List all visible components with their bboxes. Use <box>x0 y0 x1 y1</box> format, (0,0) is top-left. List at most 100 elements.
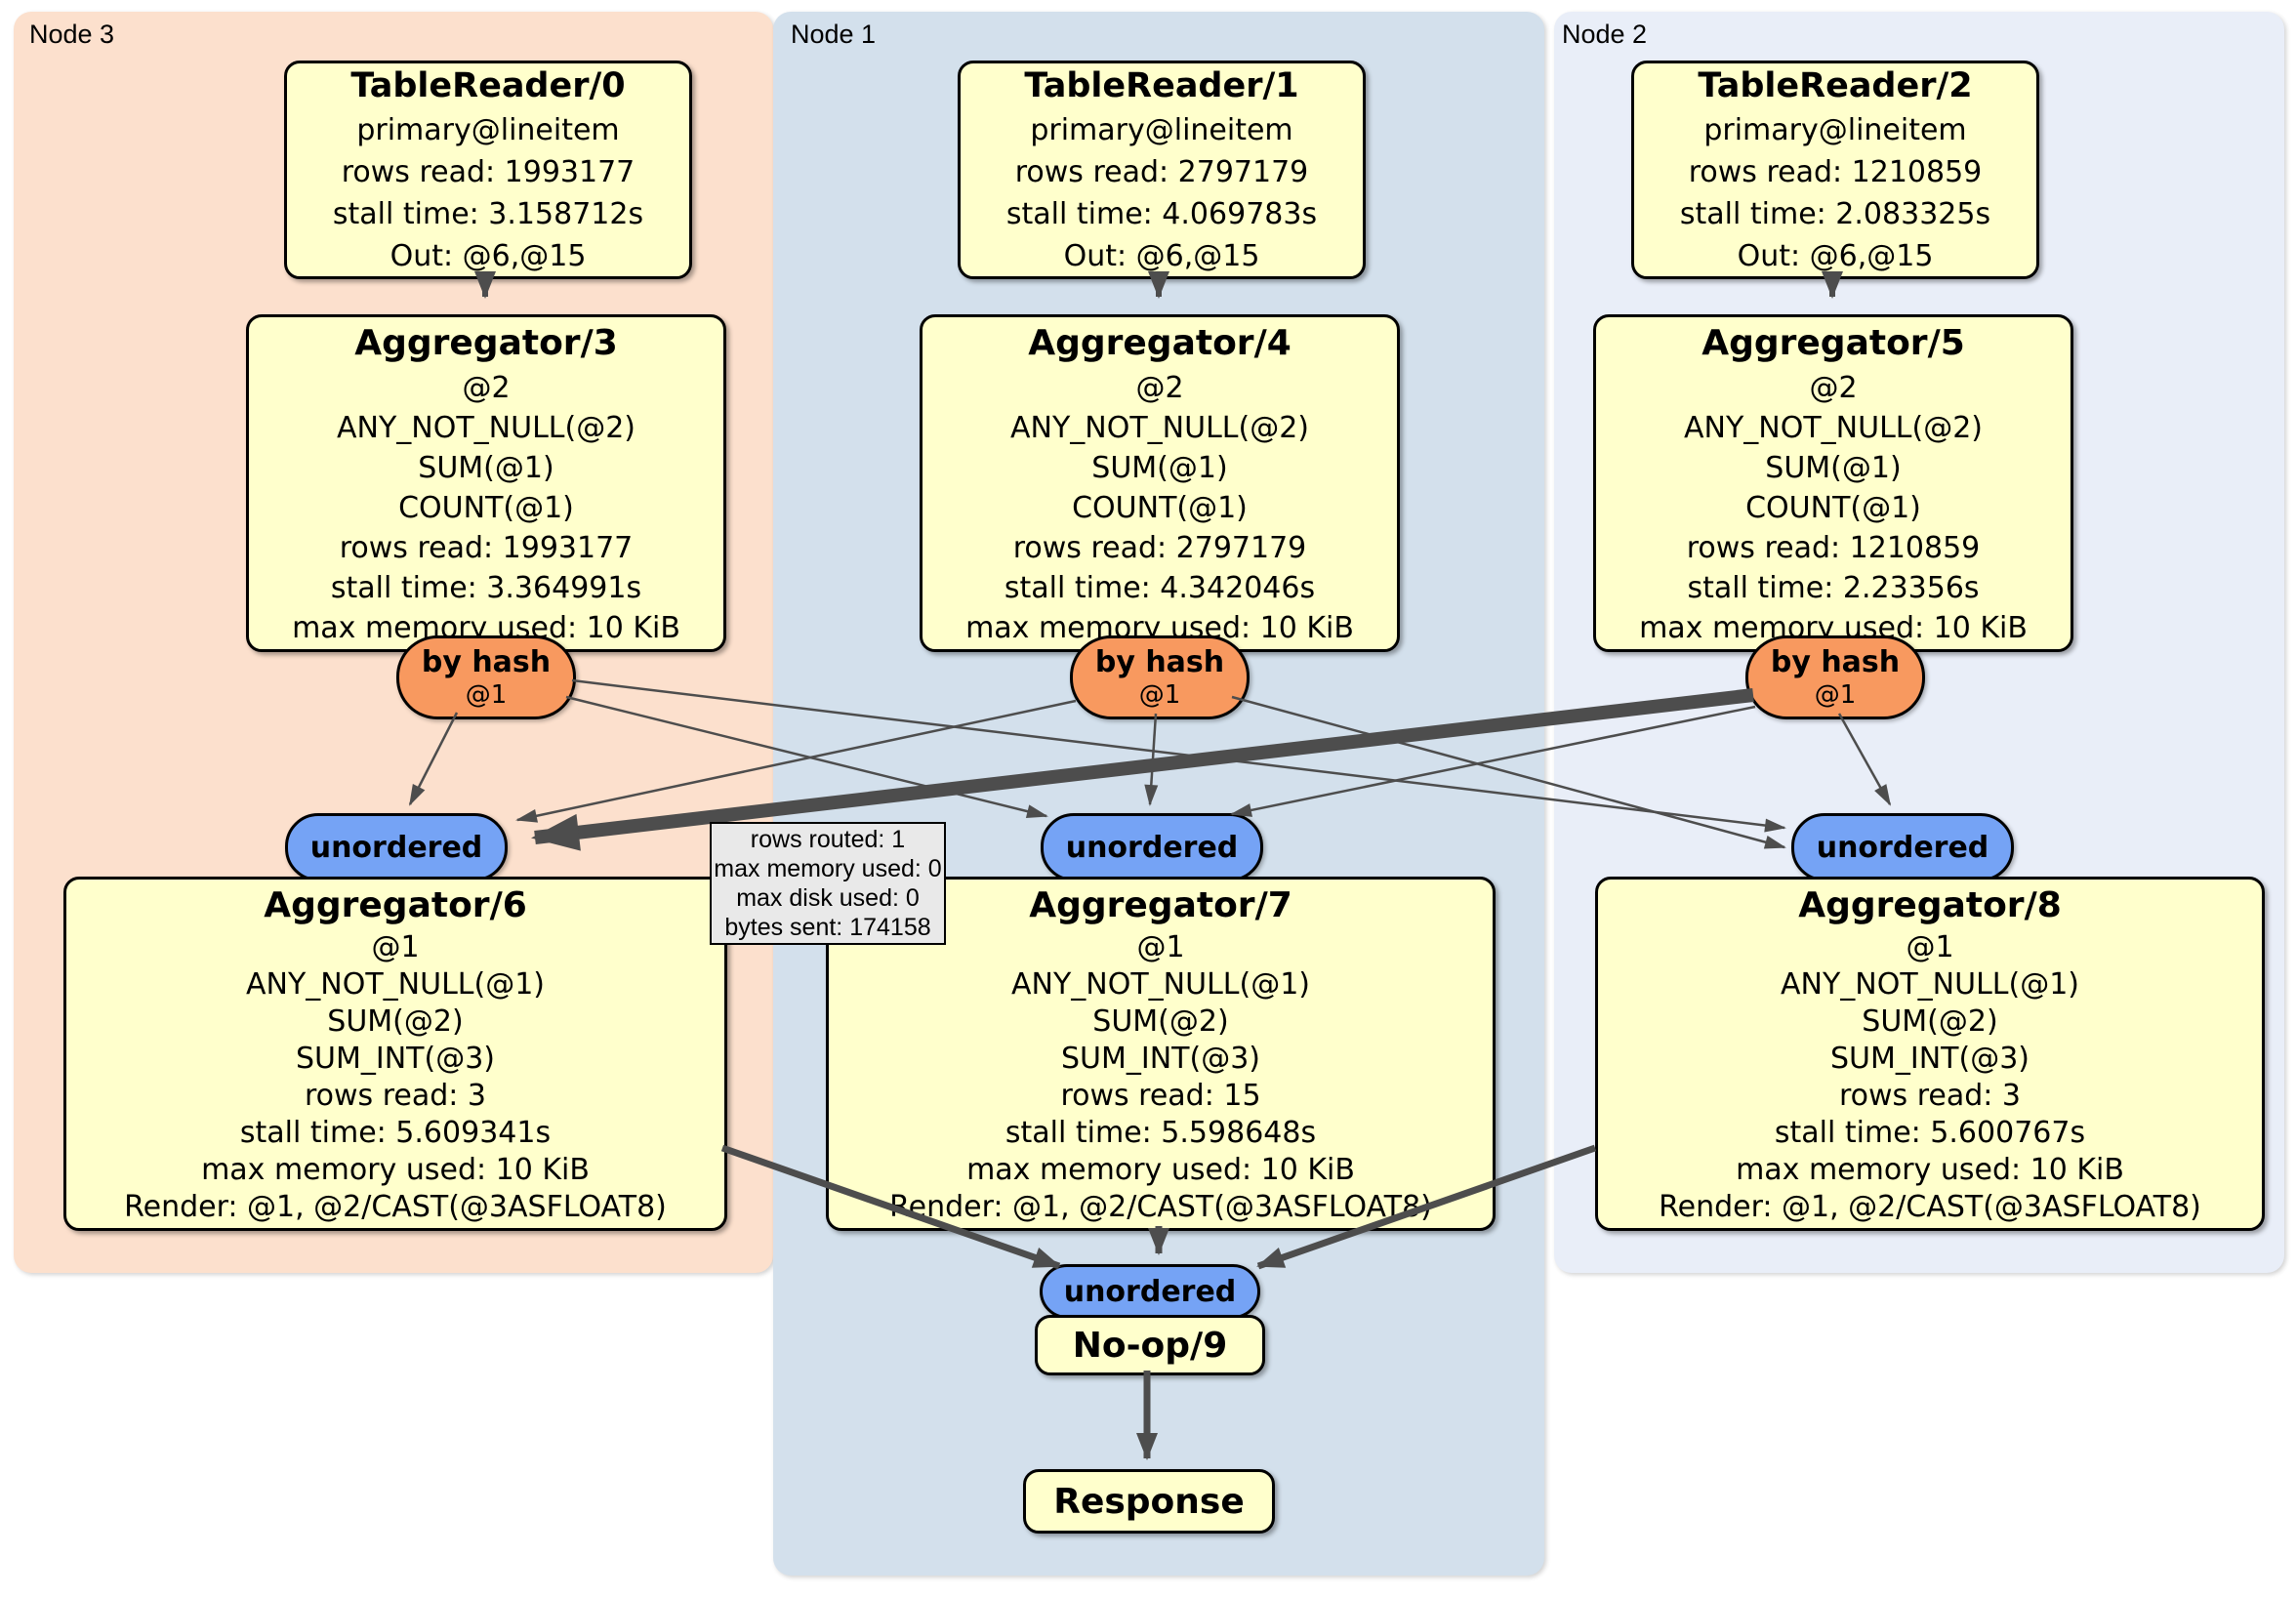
box-line: SUM(@2) <box>327 1003 464 1039</box>
box-line: Render: @1, @2/CAST(@3ASFLOAT8) <box>1659 1189 2201 1224</box>
edge-hash-node3-sync-node1[interactable] <box>565 695 1048 818</box>
processor-details: primary@lineitem rows read: 1210859 stall … <box>1634 109 2036 277</box>
router-hash-columns: @1 <box>1814 680 1857 710</box>
router-label: by hash <box>1770 645 1901 679</box>
processor-title: TableReader/2 <box>1698 66 1973 105</box>
box-line: rows routed: 1 <box>750 826 906 853</box>
sync-unordered-final[interactable]: unordered <box>1040 1264 1260 1319</box>
box-line: stall time: 5.598648s <box>1004 1115 1317 1150</box>
edge-hash-node2-sync-node3-highlighted[interactable] <box>531 688 1754 851</box>
panel-label-node3: Node 3 <box>29 20 115 49</box>
box-line: Render: @1, @2/CAST(@3ASFLOAT8) <box>889 1189 1432 1224</box>
edge-aggregator8-sync-final[interactable] <box>1256 1144 1597 1270</box>
sync-unordered-node2[interactable]: unordered <box>1791 813 2014 881</box>
processor-noop-9[interactable]: No-op/9 <box>1035 1315 1265 1375</box>
router-by-hash-node1[interactable]: by hash @1 <box>1070 635 1250 719</box>
edge-hash-node2-sync-node1[interactable] <box>1230 705 1756 817</box>
box-line: SUM(@1) <box>1765 450 1902 485</box>
box-line: SUM_INT(@3) <box>296 1041 495 1076</box>
box-line: rows read: 15 <box>1060 1078 1261 1113</box>
processor-title: Response <box>1053 1481 1245 1522</box>
processor-title: Aggregator/8 <box>1798 884 2062 925</box>
router-by-hash-node3[interactable]: by hash @1 <box>396 635 576 719</box>
box-line: SUM(@2) <box>1862 1003 1998 1039</box>
box-line: stall time: 5.600767s <box>1774 1115 2086 1150</box>
box-line: SUM(@2) <box>1092 1003 1229 1039</box>
box-line: stall time: 5.609341s <box>239 1115 552 1150</box>
edge-hash-node2-sync-node2[interactable] <box>1837 713 1892 806</box>
sync-label: unordered <box>1065 830 1239 865</box>
box-line: rows read: 1210859 <box>1688 155 1983 189</box>
processor-title: TableReader/1 <box>1024 66 1299 105</box>
box-line: rows read: 3 <box>1838 1078 2022 1113</box>
box-line: stall time: 4.069783s <box>1005 197 1318 231</box>
box-line: @2 <box>1135 370 1184 405</box>
box-line: Render: @1, @2/CAST(@3ASFLOAT8) <box>124 1189 667 1224</box>
box-line: ANY_NOT_NULL(@1) <box>1781 966 2079 1002</box>
box-line: rows read: 2797179 <box>1014 155 1309 189</box>
box-line: Out: @6,@15 <box>1063 239 1260 273</box>
box-line: ANY_NOT_NULL(@1) <box>1011 966 1310 1002</box>
box-line: stall time: 3.158712s <box>332 197 644 231</box>
processor-title: Aggregator/5 <box>1702 322 1965 363</box>
box-line: ANY_NOT_NULL(@2) <box>1684 410 1983 445</box>
box-line: COUNT(@1) <box>1745 490 1921 525</box>
panel-label-node1: Node 1 <box>791 20 877 49</box>
box-line: stall time: 2.083325s <box>1679 197 1991 231</box>
box-line: primary@lineitem <box>356 113 620 147</box>
processor-title: Aggregator/3 <box>354 322 618 363</box>
router-label: by hash <box>421 645 552 679</box>
edge-hash-node1-sync-node2[interactable] <box>1231 695 1786 849</box>
processor-details: primary@lineitem rows read: 2797179 stall … <box>961 109 1363 277</box>
box-line: rows read: 1993177 <box>339 530 634 565</box>
box-line: COUNT(@1) <box>398 490 574 525</box>
box-line: max memory used: 10 KiB <box>966 1152 1355 1187</box>
box-line: rows read: 1993177 <box>341 155 636 189</box>
processor-tablereader-2[interactable]: TableReader/2 primary@lineitem rows read:… <box>1631 61 2039 279</box>
box-line: stall time: 4.342046s <box>1004 570 1316 605</box>
edge-hash-node3-sync-node3[interactable] <box>408 712 459 806</box>
box-line: stall time: 3.364991s <box>330 570 642 605</box>
sync-unordered-node1[interactable]: unordered <box>1041 813 1263 881</box>
sync-label: unordered <box>1063 1274 1237 1309</box>
box-line: Out: @6,@15 <box>390 239 587 273</box>
processor-title: TableReader/0 <box>350 66 626 105</box>
box-line: COUNT(@1) <box>1072 490 1248 525</box>
processor-response[interactable]: Response <box>1023 1469 1275 1534</box>
processor-title: Aggregator/6 <box>264 884 527 925</box>
box-line: primary@lineitem <box>1703 113 1967 147</box>
box-line: @2 <box>462 370 511 405</box>
box-line: max memory used: 0 <box>714 855 942 882</box>
box-line: primary@lineitem <box>1030 113 1293 147</box>
box-line: @2 <box>1809 370 1858 405</box>
router-by-hash-node2[interactable]: by hash @1 <box>1745 635 1925 719</box>
box-line: @1 <box>1136 929 1185 964</box>
box-line: rows read: 3 <box>304 1078 487 1113</box>
sync-label: unordered <box>1816 830 1989 865</box>
processor-details: primary@lineitem rows read: 1993177 stall … <box>287 109 689 277</box>
box-line: bytes sent: 174158 <box>724 914 931 941</box>
processor-title: Aggregator/4 <box>1028 322 1292 363</box>
edge-aggregator6-sync-final[interactable] <box>720 1144 1061 1270</box>
box-line: @1 <box>1906 929 1954 964</box>
processor-title: Aggregator/7 <box>1029 884 1292 925</box>
edge-hash-node3-sync-node2[interactable] <box>571 678 1786 833</box>
router-hash-columns: @1 <box>465 680 508 710</box>
box-line: max memory used: 10 KiB <box>201 1152 590 1187</box>
box-line: SUM(@1) <box>418 450 554 485</box>
box-line: SUM(@1) <box>1091 450 1228 485</box>
edge-hash-node1-sync-node3[interactable] <box>515 699 1077 823</box>
processor-tablereader-1[interactable]: TableReader/1 primary@lineitem rows read:… <box>958 61 1366 279</box>
box-line: rows read: 2797179 <box>1012 530 1307 565</box>
processor-title: No-op/9 <box>1072 1325 1228 1366</box>
sync-label: unordered <box>309 830 483 865</box>
box-line: max memory used: 10 KiB <box>1736 1152 2124 1187</box>
